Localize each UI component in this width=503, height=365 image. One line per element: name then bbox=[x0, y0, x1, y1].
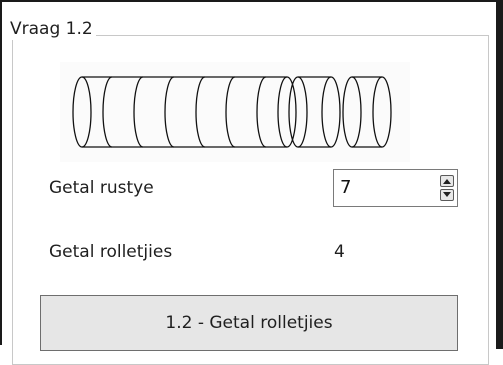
spin-up-button[interactable] bbox=[440, 175, 454, 187]
spin-down-button[interactable] bbox=[440, 189, 454, 201]
group-title: Vraag 1.2 bbox=[10, 18, 96, 40]
rustye-spinbox[interactable] bbox=[333, 169, 458, 207]
arrow-down-icon bbox=[443, 192, 451, 197]
rolletjies-value: 4 bbox=[334, 242, 345, 262]
rustye-label: Getal rustye bbox=[49, 178, 154, 198]
rolletjies-label: Getal rolletjies bbox=[49, 242, 173, 262]
getal-rolletjies-button[interactable]: 1.2 - Getal rolletjies bbox=[40, 295, 458, 351]
window-frame-edge bbox=[496, 0, 503, 349]
rustye-input[interactable] bbox=[334, 170, 434, 206]
arrow-up-icon bbox=[443, 179, 451, 184]
spin-buttons bbox=[440, 175, 454, 201]
rolls-illustration bbox=[60, 62, 410, 162]
